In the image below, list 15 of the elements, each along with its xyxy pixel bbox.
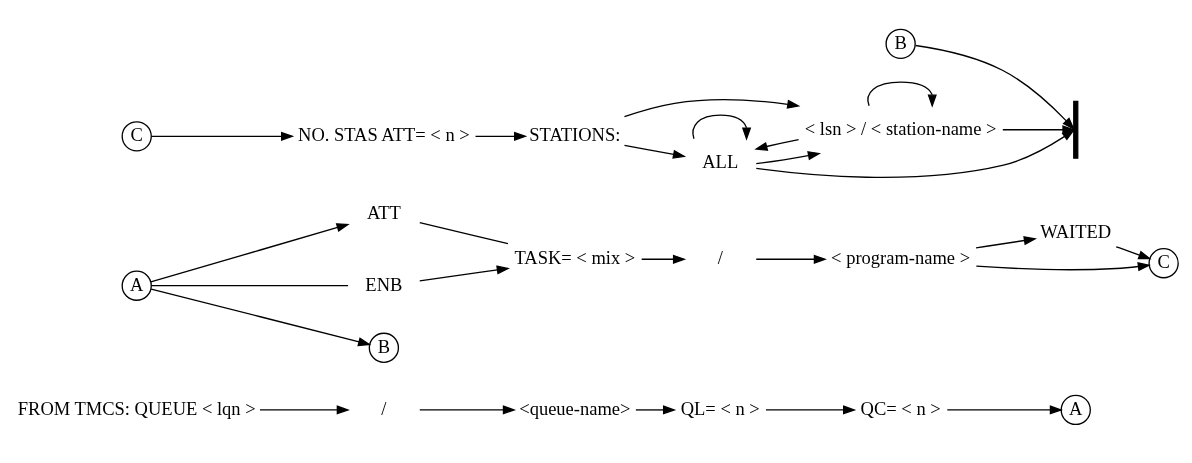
- node-text: <queue-name>: [519, 398, 631, 419]
- node-text: QC= < n >: [860, 398, 941, 419]
- node-text: /: [717, 248, 723, 269]
- node-text: QL= < n >: [680, 398, 760, 419]
- node-text: WAITED: [1040, 221, 1112, 242]
- node-text: FROM TMCS: QUEUE < lqn >: [17, 398, 256, 419]
- node-text: TASK= < mix >: [514, 248, 636, 269]
- node-text: STATIONS:: [529, 125, 621, 146]
- node-text: < lsn > / < station-name >: [804, 118, 997, 139]
- node-text: ALL: [702, 151, 739, 172]
- node-text: < program-name >: [831, 248, 971, 269]
- node-text: NO. STAS ATT= < n >: [298, 125, 470, 146]
- node-text: /: [381, 398, 387, 419]
- node-text: ENB: [365, 274, 403, 295]
- node-text: ATT: [366, 203, 401, 224]
